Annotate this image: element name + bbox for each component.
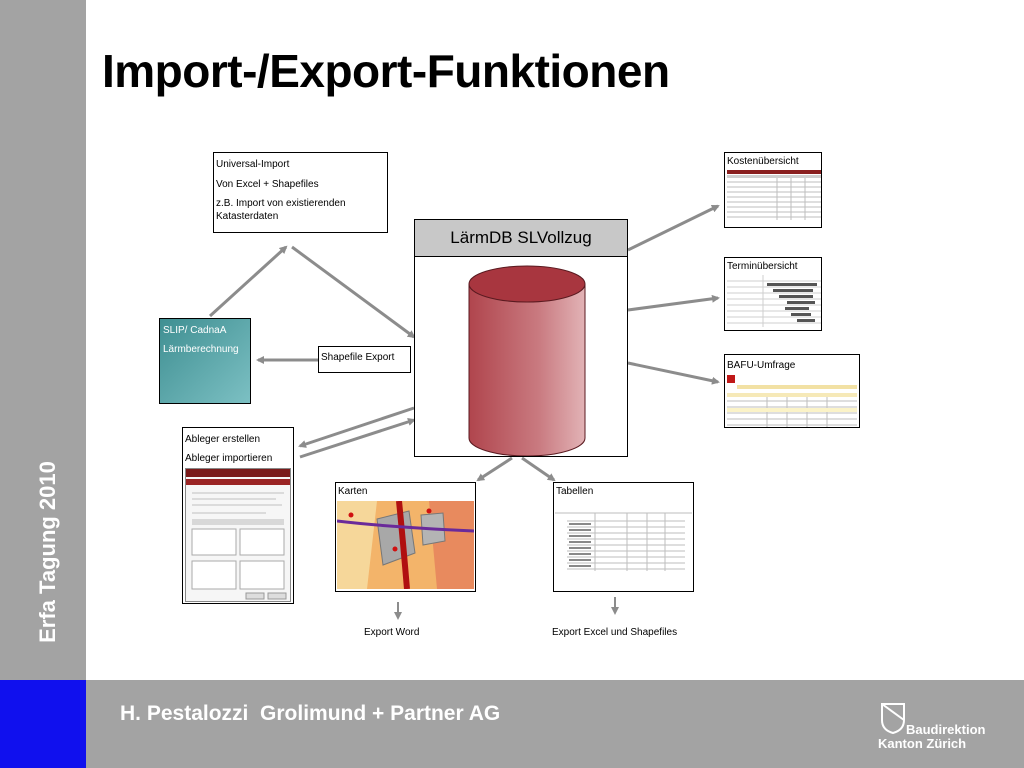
ableger-dialog-thumbnail [185, 468, 291, 602]
shapefile-export-label: Shapefile Export [321, 352, 395, 363]
arrow-db-to-tabellen [521, 456, 556, 482]
map-thumbnail [337, 501, 474, 589]
terminuebersicht-box: Terminübersicht [724, 257, 822, 331]
canton-logo-icon [881, 703, 905, 734]
arrow-db-to-kosten [627, 204, 720, 252]
page-title: Import-/Export-Funktionen [102, 45, 670, 97]
kostenuebersicht-label: Kostenübersicht [727, 156, 799, 167]
ableger-box: Ableger erstellen Ableger importieren [182, 427, 294, 604]
termin-gantt-thumbnail [727, 275, 821, 327]
sidebar: Erfa Tagung 2010 [0, 0, 86, 680]
logo-line2: Kanton Zürich [878, 736, 967, 751]
universal-import-box: Universal-Import Von Excel + Shapefiles … [213, 152, 388, 233]
footer-bar [86, 680, 1024, 768]
flow-arrows [208, 204, 720, 620]
shapefile-export-box: Shapefile Export [318, 346, 411, 373]
arrow-db-to-ableger [298, 406, 415, 448]
arrow-ableger-to-db [299, 418, 416, 459]
arrow-slip-to-import [208, 245, 288, 318]
ableger-line2: Ableger importieren [185, 453, 273, 464]
slip-cadnaa-box: SLIP/ CadnaA Lärmberechnung [159, 318, 251, 404]
ableger-line1: Ableger erstellen [185, 434, 261, 445]
tabellen-box: Tabellen [553, 482, 694, 592]
tabellen-label: Tabellen [556, 486, 594, 497]
universal-import-line2: Von Excel + Shapefiles [216, 179, 319, 190]
bafu-umfrage-label: BAFU-Umfrage [727, 360, 796, 371]
database-label: LärmDB SLVollzug [415, 220, 627, 257]
database-cylinder-icon [468, 265, 586, 456]
kosten-table-thumbnail [727, 170, 821, 220]
karten-label: Karten [338, 486, 368, 497]
slip-title: SLIP/ CadnaA [163, 325, 227, 336]
arrow-import-to-db [291, 245, 416, 339]
universal-import-line3: z.B. Import von existierenden [216, 198, 346, 209]
karten-box: Karten [335, 482, 476, 592]
table-thumbnail [555, 512, 692, 571]
logo: Baudirektion Kanton Zürich [878, 700, 1018, 752]
kostenuebersicht-box: Kostenübersicht [724, 152, 822, 228]
database-box: LärmDB SLVollzug [414, 219, 628, 457]
bafu-form-thumbnail [727, 375, 857, 427]
arrow-db-to-karten [476, 456, 513, 482]
bafu-umfrage-box: BAFU-Umfrage [724, 354, 860, 428]
footer-text: H. Pestalozzi Grolimund + Partner AG [120, 702, 501, 725]
universal-import-line4: Katasterdaten [216, 211, 279, 222]
logo-line1: Baudirektion [906, 722, 986, 737]
universal-import-title: Universal-Import [216, 159, 290, 170]
footer-accent [0, 680, 86, 768]
slip-subtitle: Lärmberechnung [163, 344, 239, 355]
export-word-caption: Export Word [364, 627, 420, 638]
export-excel-caption: Export Excel und Shapefiles [552, 627, 678, 638]
arrow-db-to-bafu [627, 361, 720, 385]
ableger-dialog-graphic [186, 469, 290, 600]
arrow-db-to-termin [627, 294, 720, 312]
terminuebersicht-label: Terminübersicht [727, 261, 798, 272]
